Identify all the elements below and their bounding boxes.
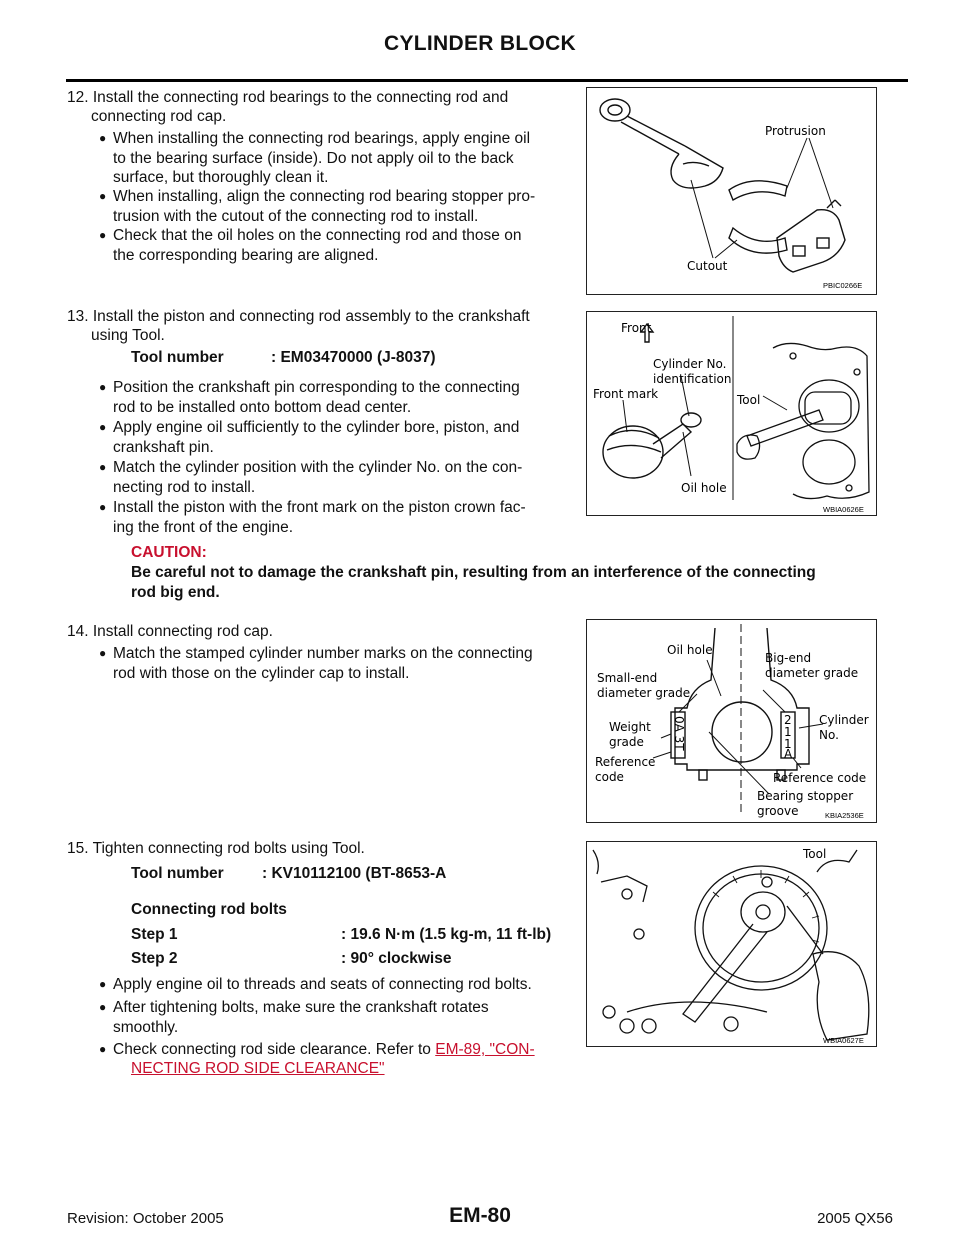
header-rule (66, 79, 908, 82)
step-12-line-2: connecting rod cap. (91, 108, 227, 125)
step-12-bullet-1: ● When installing the connecting rod bea… (99, 130, 531, 186)
bullet-icon: ● (99, 189, 107, 203)
fig3-label-groove: groove (757, 804, 798, 818)
fig3-label-oil-hole: Oil hole (667, 643, 713, 657)
figure-code: KBIA2536E (825, 811, 864, 820)
step-13-bullet-1: ● Position the crankshaft pin correspond… (99, 379, 520, 416)
bullet-icon: ● (99, 460, 107, 474)
fig3-stamp-left: 0A 3T (672, 716, 686, 751)
fig2-label-cylinder-no: Cylinder No. (653, 357, 726, 371)
bullet-icon: ● (99, 1042, 107, 1056)
footer-revision: Revision: October 2005 (67, 1210, 224, 1227)
figure-code: WBIA0627E (823, 1036, 864, 1045)
tool-number-value-2: : KV10112100 (BT-8653-A (262, 865, 447, 882)
side-clearance-link[interactable]: EM-89, "CON- (435, 1041, 535, 1058)
bullet-icon: ● (99, 380, 107, 394)
fig3-label-reference: Reference (595, 755, 655, 769)
connecting-rod-bolts-title: Connecting rod bolts (131, 901, 287, 918)
connecting-rod-marks-illustration: 0A 3T 2 1 1 A Oil hole Big-end diameter … (595, 624, 869, 820)
step-15-bullet-1: ● Apply engine oil to threads and seats … (99, 976, 532, 993)
fig1-label-protrusion: Protrusion (765, 124, 826, 138)
step-13-line-1: 13. Install the piston and connecting ro… (67, 308, 530, 325)
bullet-icon: ● (99, 228, 107, 242)
fig3-label-cylinder: Cylinder (819, 713, 869, 727)
fig1-label-cutout: Cutout (687, 259, 728, 273)
bullet-icon: ● (99, 646, 107, 660)
caution-body: Be careful not to damage the crankshaft … (131, 564, 816, 601)
step-12-line-1: 12. Install the connecting rod bearings … (67, 89, 509, 106)
fig3-label-big-end: Big-end (765, 651, 811, 665)
fig3-label-no: No. (819, 728, 839, 742)
fig3-label-small-end-2: diameter grade (597, 686, 690, 700)
step-15-bullet-3: ● Check connecting rod side clearance. R… (99, 1041, 535, 1058)
fig3-label-weight: Weight (609, 720, 651, 734)
fig3-stamp-right-2: 1 (784, 725, 792, 739)
fig4-label-tool: Tool (802, 847, 826, 861)
torque-angle-gauge-illustration: Tool WBIA0627E (592, 847, 870, 1045)
fig3-label-big-end-2: diameter grade (765, 666, 858, 680)
figure-connecting-rod-marks: 0A 3T 2 1 1 A Oil hole Big-end diameter … (586, 619, 877, 823)
step-15-bullet-2: ● After tightening bolts, make sure the … (99, 999, 489, 1036)
fig3-label-bearing-stopper: Bearing stopper (757, 789, 853, 803)
side-clearance-link-cont[interactable]: NECTING ROD SIDE CLEARANCE" (131, 1060, 385, 1077)
figure-code: WBIA0626E (823, 505, 864, 514)
connecting-rod-bearing-illustration: Protrusion Cutout PBIC0266E (599, 98, 862, 290)
step-13-bullet-2: ● Apply engine oil sufficiently to the c… (99, 419, 520, 456)
step-12-bullet-3: ● Check that the oil holes on the connec… (99, 227, 522, 264)
tool-number-label-2: Tool number (131, 865, 224, 882)
fig3-label-grade: grade (609, 735, 644, 749)
tool-number-label: Tool number (131, 349, 224, 366)
piston-install-illustration: Front Cylinder No. identification Front … (593, 316, 870, 514)
torque-step-2-value: : 90° clockwise (341, 950, 452, 967)
fig2-label-oil-hole: Oil hole (681, 481, 727, 495)
torque-step-1-label: Step 1 (131, 926, 178, 943)
bullet-icon: ● (99, 500, 107, 514)
fig3-stamp-right-1: 2 (784, 713, 792, 727)
torque-step-2-label: Step 2 (131, 950, 178, 967)
tool-number-value: : EM03470000 (J-8037) (271, 349, 436, 366)
fig3-stamp-right-3: 1 (784, 737, 792, 751)
fig2-label-front-mark: Front mark (593, 387, 658, 401)
caution-title: CAUTION: (131, 544, 207, 561)
step-14-bullet-1: ● Match the stamped cylinder number mark… (99, 645, 533, 682)
bullet-icon: ● (99, 977, 107, 991)
footer-model: 2005 QX56 (817, 1210, 893, 1227)
figure-piston-install: Front Cylinder No. identification Front … (586, 311, 877, 516)
fig3-stamp-right-4: A (784, 747, 793, 761)
step-13-line-2: using Tool. (91, 327, 165, 344)
fig2-label-identification: identification (653, 372, 731, 386)
step-12-bullet-2: ● When installing, align the connecting … (99, 188, 536, 225)
figure-code: PBIC0266E (823, 281, 862, 290)
step-13-bullet-4: ● Install the piston with the front mark… (99, 499, 526, 536)
page-title: CYLINDER BLOCK (383, 32, 577, 55)
step-15-line: 15. Tighten connecting rod bolts using T… (67, 840, 365, 857)
fig3-label-small-end: Small-end (597, 671, 657, 685)
torque-step-1-value: : 19.6 N·m (1.5 kg-m, 11 ft-lb) (341, 926, 552, 943)
bullet-icon: ● (99, 131, 107, 145)
step-13-bullet-3: ● Match the cylinder position with the c… (99, 459, 523, 496)
bullet-icon: ● (99, 420, 107, 434)
figure-connecting-rod-bearing: Protrusion Cutout PBIC0266E (586, 87, 877, 295)
figure-torque-angle-gauge: Tool WBIA0627E (586, 841, 877, 1047)
bullet-icon: ● (99, 1000, 107, 1014)
fig3-label-reference-code: Reference code (773, 771, 866, 785)
fig3-label-code: code (595, 770, 624, 784)
step-14-line: 14. Install connecting rod cap. (67, 623, 273, 640)
fig2-label-tool: Tool (736, 393, 760, 407)
fig2-label-front: Front (621, 321, 652, 335)
page-number: EM-80 (449, 1204, 511, 1227)
